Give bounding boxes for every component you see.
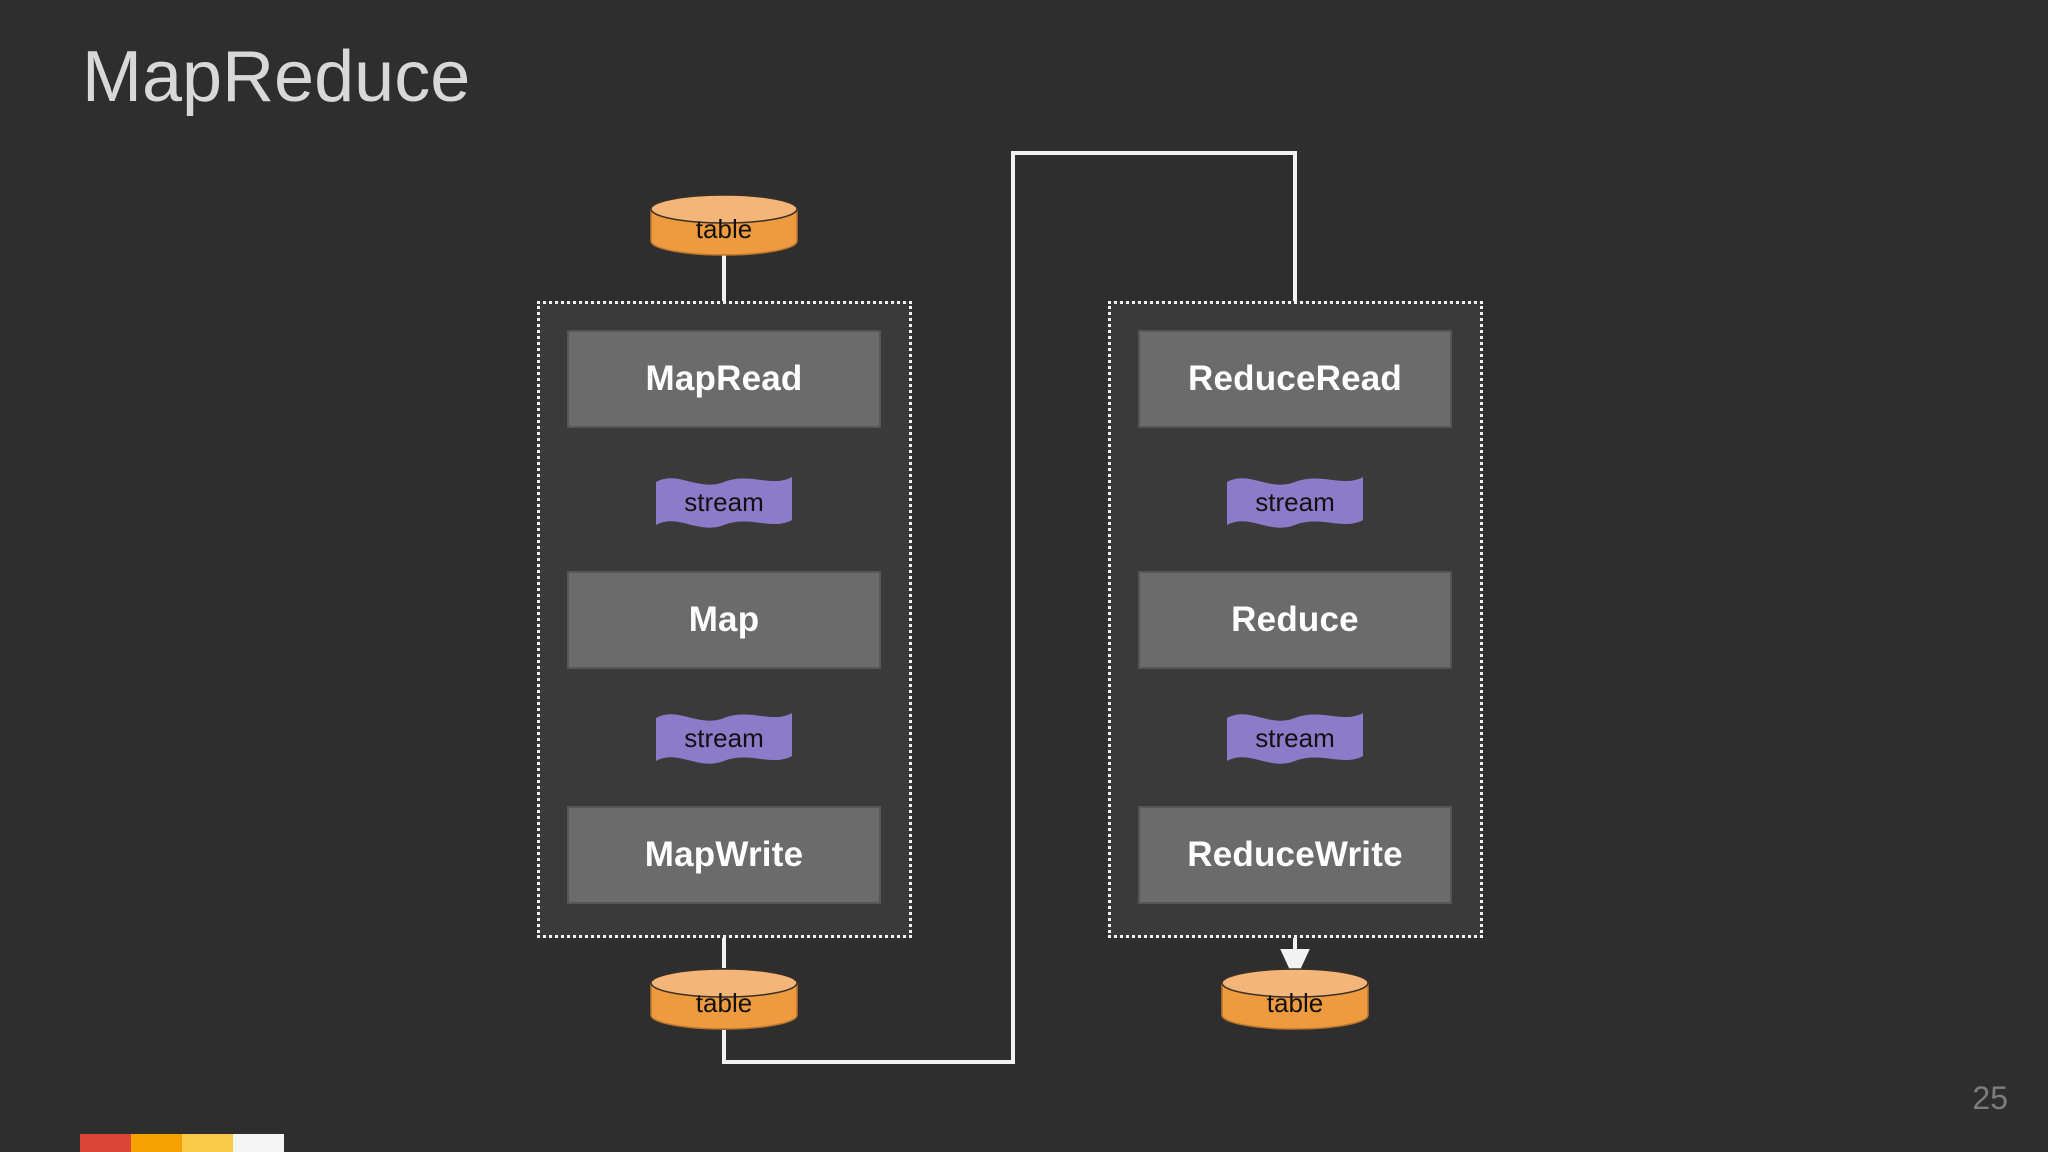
brand-bar-red xyxy=(80,1134,131,1152)
process-map[interactable]: Map xyxy=(567,571,881,669)
process-map-write[interactable]: MapWrite xyxy=(567,806,881,904)
table-map-input[interactable]: table xyxy=(650,194,798,256)
process-reduce-write[interactable]: ReduceWrite xyxy=(1138,806,1452,904)
brand-bar-white xyxy=(233,1134,284,1152)
process-label: MapWrite xyxy=(644,835,804,874)
brand-bar-orange xyxy=(131,1134,182,1152)
stream-reduce-2[interactable]: stream xyxy=(1223,706,1367,770)
stream-reduce-1[interactable]: stream xyxy=(1223,470,1367,534)
stream-map-2[interactable]: stream xyxy=(652,706,796,770)
process-reduce[interactable]: Reduce xyxy=(1138,571,1452,669)
table-reduce-output[interactable]: table xyxy=(1221,968,1369,1030)
process-label: Reduce xyxy=(1231,600,1359,639)
table-map-output[interactable]: table xyxy=(650,968,798,1030)
process-label: ReduceRead xyxy=(1187,359,1403,398)
stream-map-1[interactable]: stream xyxy=(652,470,796,534)
page-number: 25 xyxy=(1972,1080,2008,1116)
process-label: Map xyxy=(688,600,760,639)
process-label: ReduceWrite xyxy=(1187,835,1403,874)
brand-color-bars xyxy=(80,1134,284,1152)
process-map-read[interactable]: MapRead xyxy=(567,330,881,428)
process-label: MapRead xyxy=(645,359,803,398)
process-reduce-read[interactable]: ReduceRead xyxy=(1138,330,1452,428)
brand-bar-yellow xyxy=(182,1134,233,1152)
page-title: MapReduce xyxy=(82,37,471,117)
